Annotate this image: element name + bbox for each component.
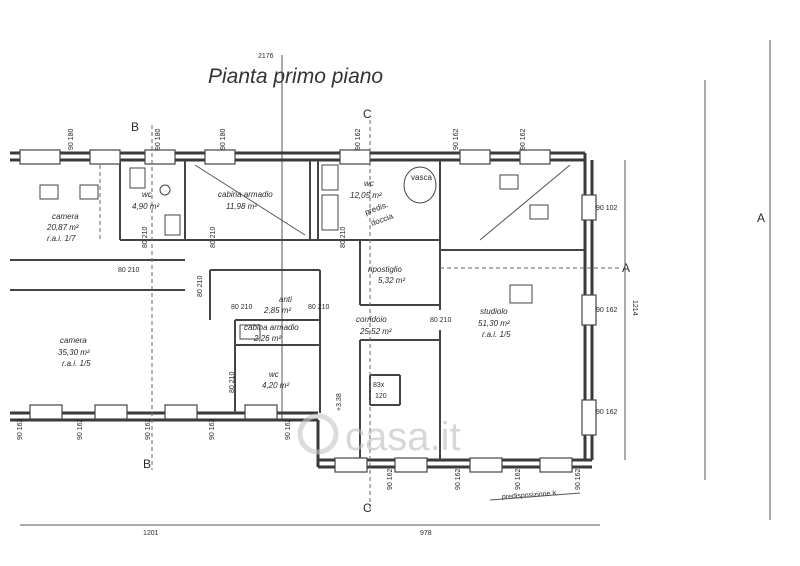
room-wc-center-area: 12,05 m²: [350, 191, 382, 200]
watermark-text: casa.it: [345, 415, 461, 459]
room-ripostiglio-area: 5,32 m²: [378, 276, 405, 285]
room-studiolo-area: 51,30 m²: [478, 319, 510, 328]
room-camera-big-ral: r.a.i. 1/5: [62, 359, 91, 368]
room-corridoio-name: corridoio: [356, 315, 387, 324]
top-dimension: 2176: [258, 53, 274, 60]
shaft-label-2: 120: [375, 393, 387, 400]
plan-hatching: [99, 164, 571, 241]
bottom-opening-6: 90 162: [387, 468, 394, 490]
room-cabina-top-area: 11,98 m²: [226, 202, 257, 211]
shaft-label-1: 83x: [373, 382, 385, 389]
room-ripostiglio-name: ripostiglio: [368, 265, 402, 274]
bottom-opening-3: 90 162: [145, 418, 152, 440]
top-opening-3: 90 180: [220, 128, 227, 150]
door-anti-right-dim: 80 210: [308, 304, 330, 311]
bottom-dimension-left: 1201: [143, 530, 159, 537]
bottom-opening-5: 90 162: [285, 418, 292, 440]
room-anti-area: 2,85 m²: [263, 306, 291, 315]
bottom-opening-8: 90 162: [515, 468, 522, 490]
bottom-opening-7: 90 162: [455, 468, 462, 490]
bottom-opening-4: 90 162: [209, 418, 216, 440]
section-lines: B B C C A A: [131, 40, 771, 520]
top-opening-2: 90 180: [155, 128, 162, 150]
room-wc-left-name: wc: [142, 190, 152, 199]
predisposizione-leader: [489, 492, 581, 501]
plan-title: Pianta primo piano: [208, 65, 383, 88]
section-b-top-label: B: [131, 120, 139, 134]
room-wc-small-area: 4,20 m²: [262, 381, 289, 390]
room-camera-left-ral: r.a.i. 1/7: [47, 234, 76, 243]
right-windows: [581, 194, 597, 436]
room-studiolo-ral: r.a.i. 1/5: [482, 330, 511, 339]
bottom-opening-2: 90 162: [77, 418, 84, 440]
room-camera-left-name: camera: [52, 212, 79, 221]
door-wc2-dim: 80 210: [340, 226, 347, 248]
section-b-bottom-label: B: [143, 457, 151, 471]
bottom-opening-1: 90 162: [17, 418, 24, 440]
door-corr-dim: 80 210: [430, 317, 452, 324]
section-c-top-label: C: [363, 107, 372, 121]
door-wc-small-dim: 80 210: [229, 371, 236, 393]
right-dimension: 1214: [631, 300, 638, 316]
right-bot-opening: 90 162: [596, 409, 618, 416]
right-top-opening: 90 102: [596, 205, 618, 212]
room-studiolo-name: studiolo: [480, 307, 508, 316]
interior-walls: [10, 160, 585, 460]
door-anti-left-dim: 80 210: [231, 304, 253, 311]
room-wc-small-name: wc: [269, 370, 279, 379]
room-wc-center-name: wc: [364, 179, 374, 188]
room-anti-name: anti: [279, 295, 292, 304]
door-camera-dim: 80 210: [118, 267, 140, 274]
bottom-windows: [29, 404, 573, 473]
room-cabina-mid-name: cabina armadio: [244, 323, 299, 332]
opening-dimensions: 90 180 90 180 90 180 90 162 90 162 90 16…: [17, 128, 618, 490]
room-labels: wc 4,90 m² cabina armadio 11,98 m² wc 12…: [46, 179, 511, 390]
room-cabina-top-name: cabina armadio: [218, 190, 273, 199]
casa-it-watermark: casa.it: [297, 413, 461, 459]
room-camera-big-name: camera: [60, 336, 87, 345]
right-mid-opening: 90 162: [596, 307, 618, 314]
top-opening-5: 90 162: [453, 128, 460, 150]
door-cab-dim: 80 210: [210, 226, 217, 248]
section-a-right-inner-label: A: [622, 261, 630, 275]
room-corridoio-area: 25,52 m²: [359, 327, 392, 336]
room-cabina-mid-area: 2,26 m²: [253, 334, 281, 343]
room-camera-big-area: 35,30 m²: [58, 348, 90, 357]
fixtures: [39, 164, 549, 340]
room-wc-left-area: 4,90 m²: [132, 202, 159, 211]
door-studio-dim: 80 210: [197, 275, 204, 297]
elevation-label: +3.38: [336, 393, 343, 411]
top-opening-6: 90 162: [520, 128, 527, 150]
room-camera-left-area: 20,87 m²: [46, 223, 79, 232]
section-a-right-outer-label: A: [757, 211, 765, 225]
overall-dimensions: 1201 978 1214: [20, 160, 638, 537]
top-opening-1: 90 180: [68, 128, 75, 150]
top-opening-4: 90 162: [355, 128, 362, 150]
bottom-opening-9: 90 162: [575, 468, 582, 490]
vasca-label: vasca: [411, 173, 432, 182]
section-c-bottom-label: C: [363, 501, 372, 515]
bottom-dimension-right: 978: [420, 530, 432, 537]
door-wc-dim: 80 210: [142, 226, 149, 248]
predisposizione-label: predisposizione K: [502, 490, 558, 501]
